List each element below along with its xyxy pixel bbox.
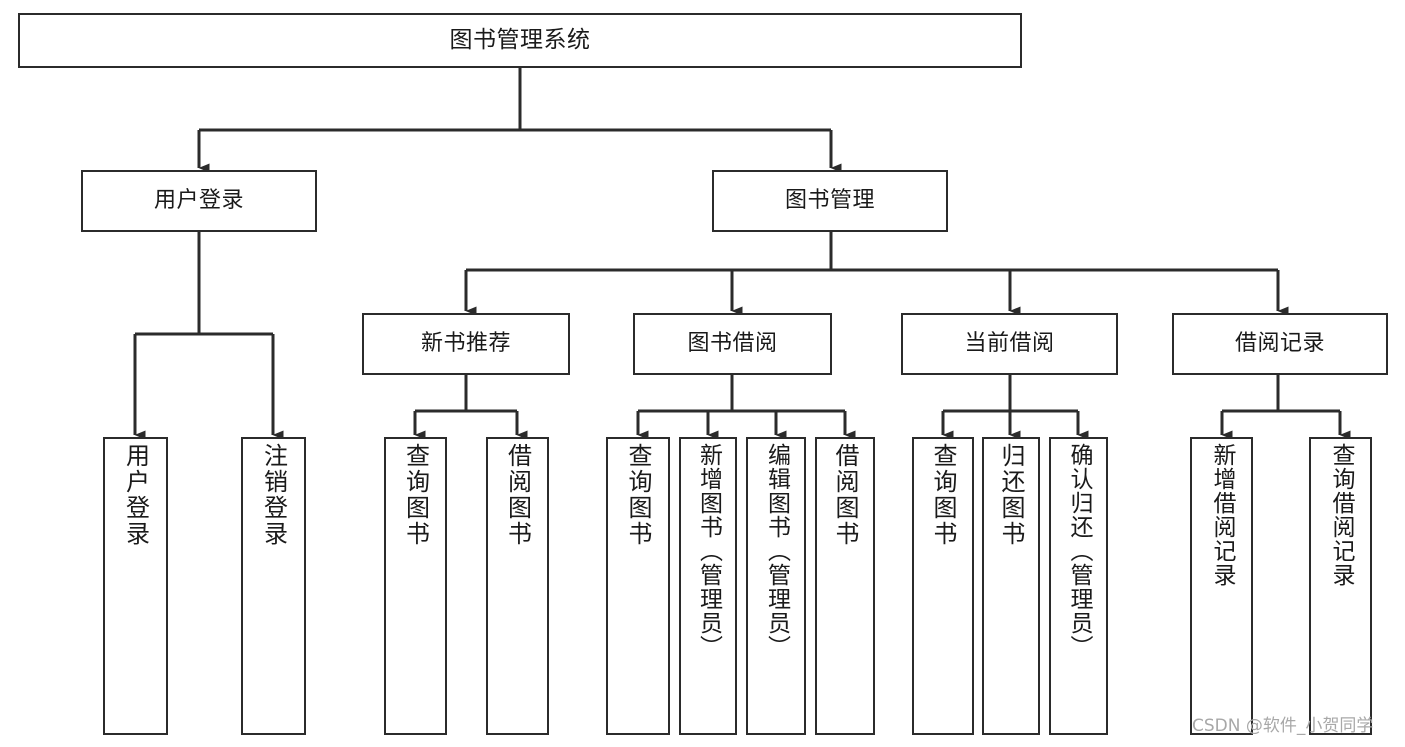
node-leaf-add-book-admin[interactable]: 新增图书（管理员） [679,437,737,735]
node-leaf-confirm-return-admin[interactable]: 确认归还（管理员） [1049,437,1108,735]
node-label: 图书借阅 [687,330,778,356]
node-user-login[interactable]: 用户登录 [81,170,317,232]
node-label: 用户登录 [121,443,150,547]
node-label: 查询图书 [929,443,957,547]
node-label: 查询图书 [624,443,652,547]
node-leaf-query-borrow-record[interactable]: 查询借阅记录 [1309,437,1372,735]
node-label: 新增借阅记录 [1209,443,1235,587]
node-label: 图书管理 [784,187,875,213]
node-current-borrowing[interactable]: 当前借阅 [901,313,1118,375]
node-book-borrowing[interactable]: 图书借阅 [633,313,832,375]
node-label: 新书推荐 [420,330,511,356]
node-label: 查询借阅记录 [1328,443,1354,587]
node-label: 注销登录 [259,443,288,547]
node-leaf-query-book-nbr[interactable]: 查询图书 [384,437,447,735]
node-label: 确认归还（管理员） [1066,443,1092,659]
node-label: 借阅记录 [1234,330,1325,356]
node-new-book-recommendation[interactable]: 新书推荐 [362,313,570,375]
node-label: 新增图书（管理员） [695,443,722,659]
node-label: 查询图书 [401,443,430,547]
node-book-management[interactable]: 图书管理 [712,170,948,232]
node-leaf-logout[interactable]: 注销登录 [241,437,306,735]
node-leaf-user-login[interactable]: 用户登录 [103,437,168,735]
node-label: 借阅图书 [831,443,859,547]
node-root-book-management-system[interactable]: 图书管理系统 [18,13,1022,68]
node-label: 归还图书 [997,443,1025,547]
node-leaf-query-book-bb[interactable]: 查询图书 [606,437,670,735]
csdn-watermark: CSDN @软件_小贺同学 [1192,716,1374,736]
node-label: 编辑图书（管理员） [763,443,790,659]
node-leaf-query-book-cb[interactable]: 查询图书 [912,437,974,735]
node-label: 借阅图书 [503,443,532,547]
node-leaf-return-book[interactable]: 归还图书 [982,437,1040,735]
node-leaf-borrow-book-bb[interactable]: 借阅图书 [815,437,875,735]
node-leaf-borrow-book-nbr[interactable]: 借阅图书 [486,437,549,735]
node-label: 图书管理系统 [449,26,591,53]
node-leaf-add-borrow-record[interactable]: 新增借阅记录 [1190,437,1253,735]
node-label: 用户登录 [153,187,244,213]
node-label: 当前借阅 [964,330,1055,356]
node-leaf-edit-book-admin[interactable]: 编辑图书（管理员） [746,437,806,735]
node-borrowing-record[interactable]: 借阅记录 [1172,313,1388,375]
